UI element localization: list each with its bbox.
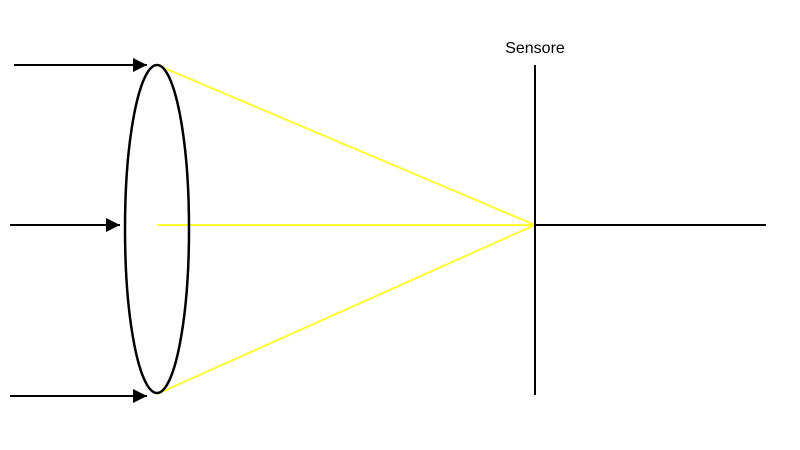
refracted-ray-bottom xyxy=(156,224,536,395)
sensor-label: Sensore xyxy=(505,40,565,57)
lens xyxy=(123,63,191,395)
refracted-ray-top xyxy=(156,64,536,226)
